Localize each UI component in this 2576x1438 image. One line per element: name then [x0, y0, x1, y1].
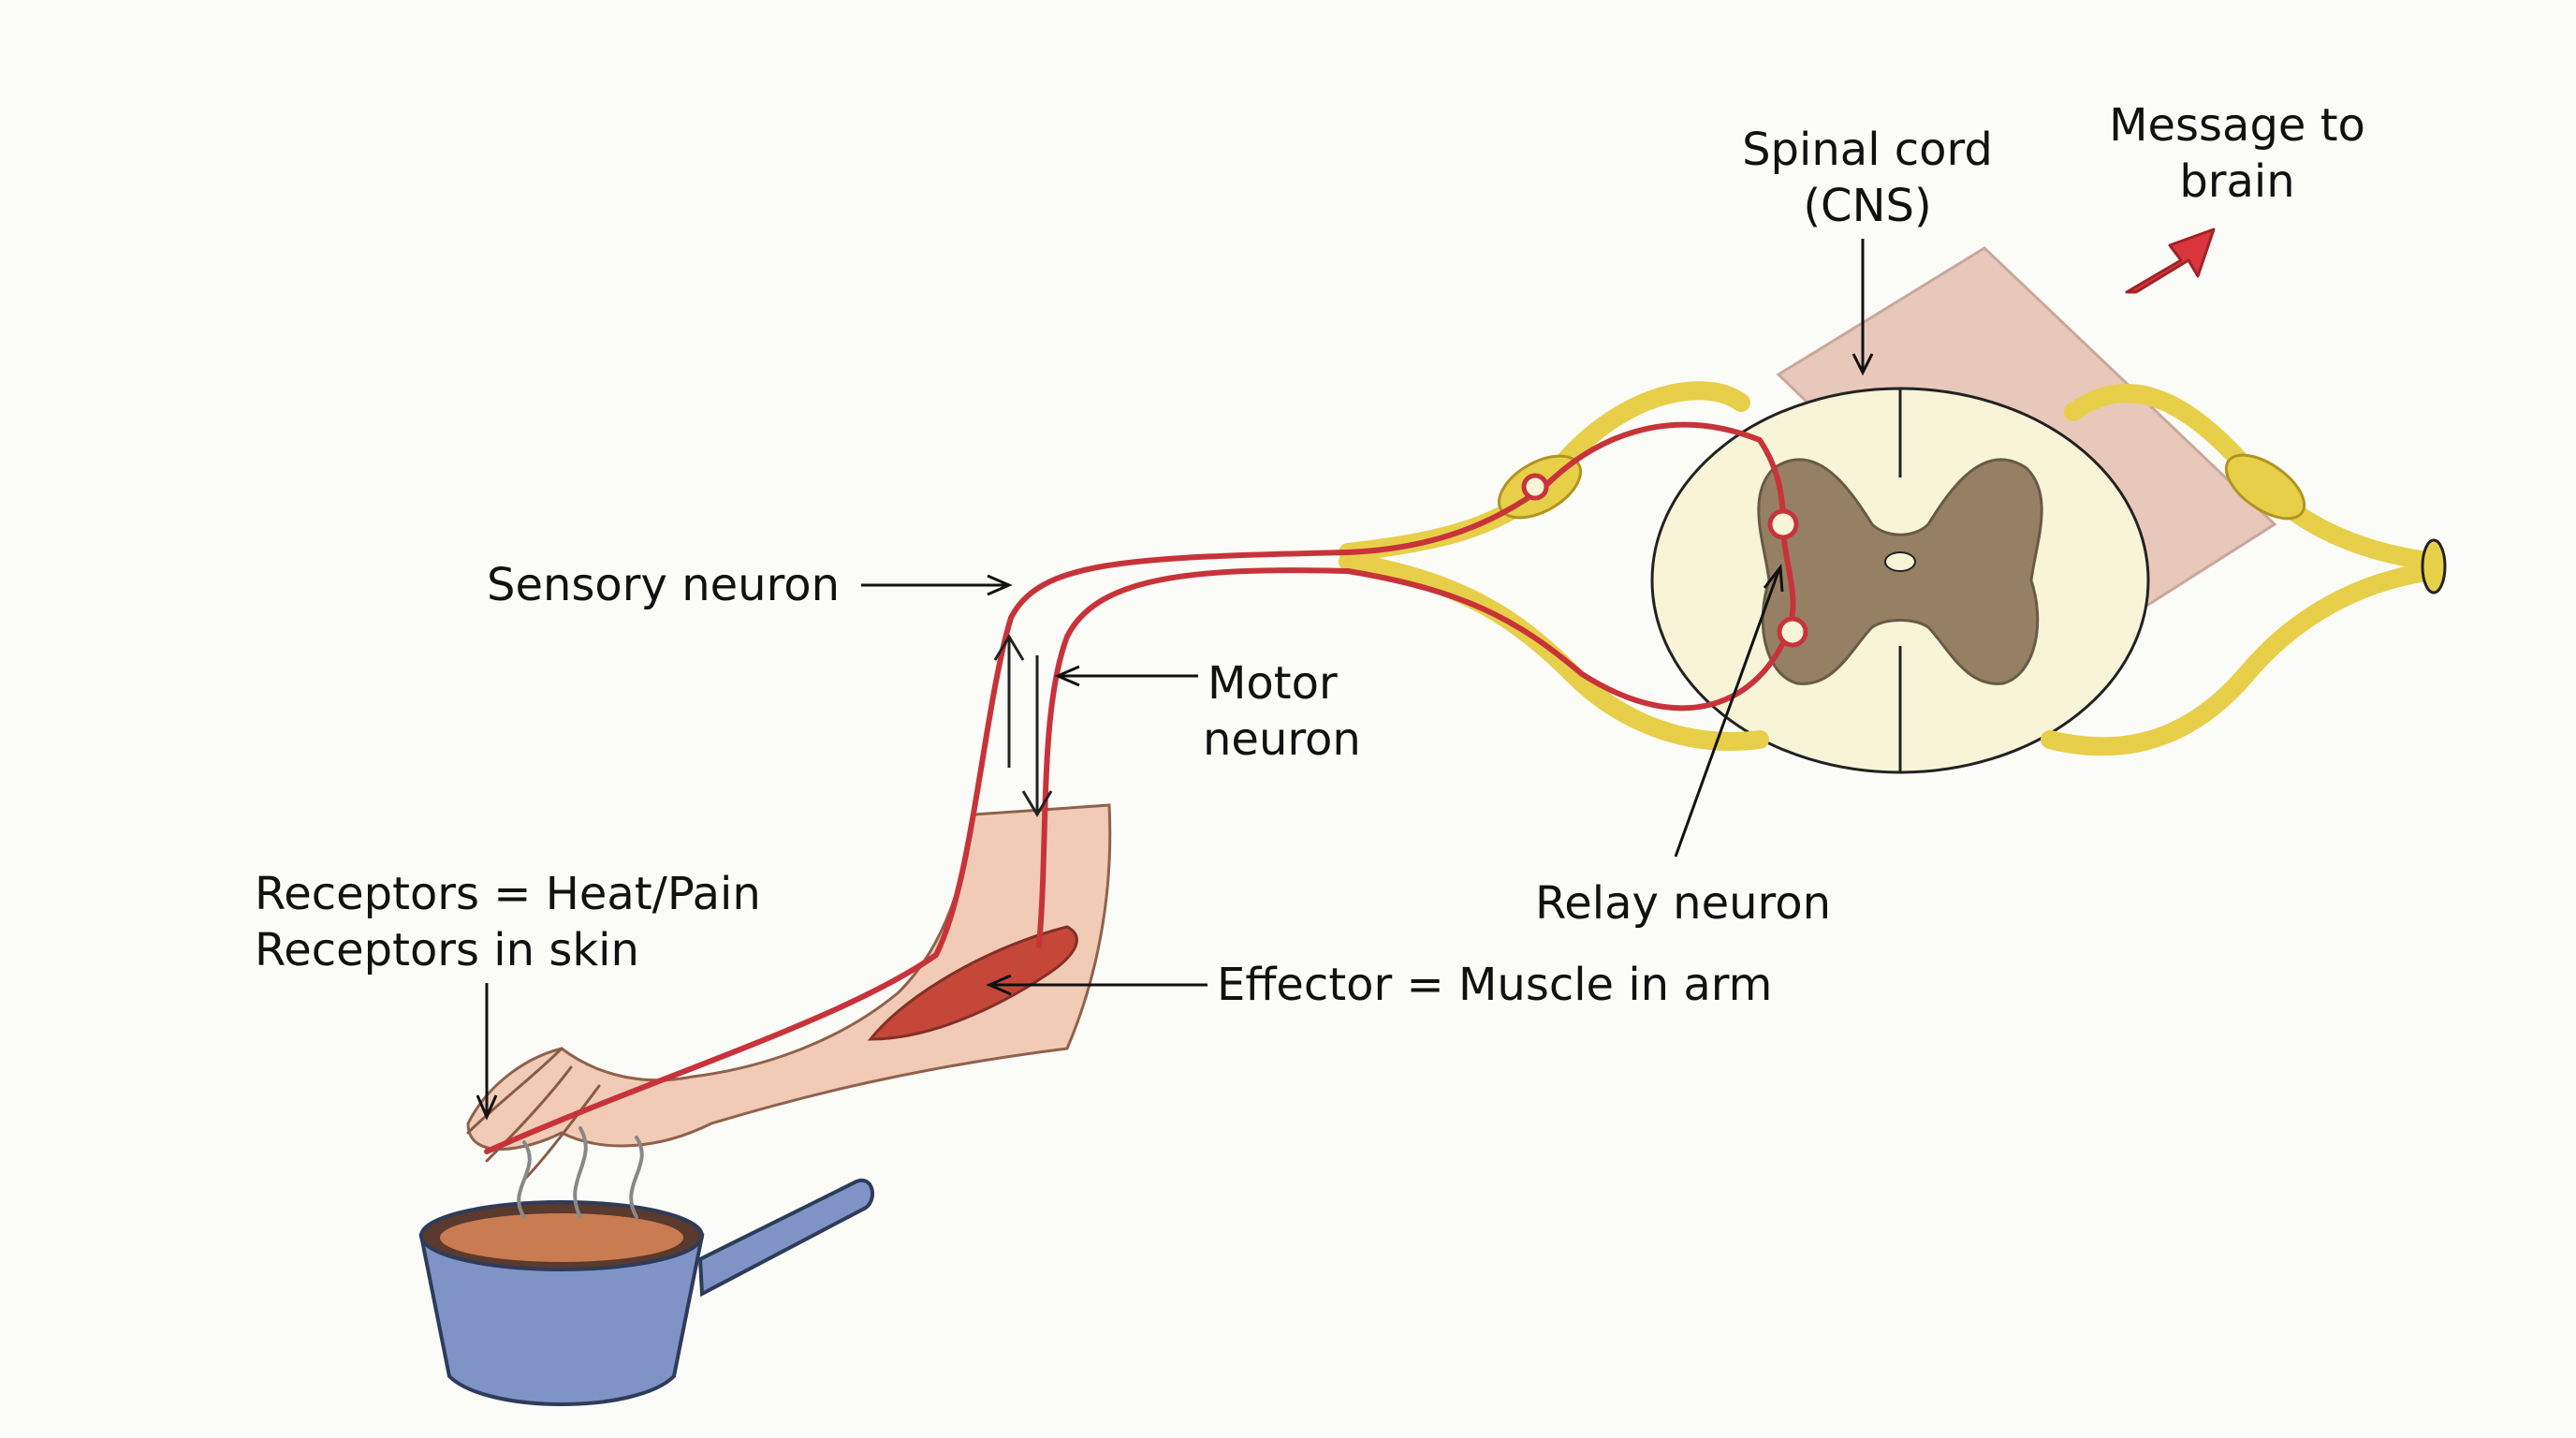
pointer-spinal-cord: [1852, 239, 1874, 376]
pointer-motor: [1054, 665, 1198, 687]
saucepan-body: [418, 1234, 705, 1406]
motor-neuron-label: Motor neuron: [1203, 655, 1361, 768]
motor-cell-body: [1777, 616, 1808, 648]
motor-neuron-path: [1036, 567, 1791, 948]
pointer-lines: [476, 239, 1874, 1121]
effector-label: Effector = Muscle in arm: [1217, 959, 1773, 1011]
pointer-effector: [986, 974, 1208, 996]
right-ganglion: [2224, 453, 2306, 521]
spinal-cord-label-line1: Spinal cord: [1742, 124, 1993, 176]
left-ventral-root: [1339, 552, 1769, 751]
saucepan-handle: [697, 1178, 875, 1298]
message-label-line1: Message to: [2109, 99, 2365, 152]
arm-shape: [466, 803, 1112, 1151]
receptors-label-line1: Receptors = Heat/Pain: [255, 868, 761, 920]
receptors-label-line2: Receptors in skin: [255, 924, 639, 976]
message-label-line2: brain: [2179, 155, 2295, 208]
relay-cell-body: [1767, 508, 1799, 540]
spinal-cord-label-line2: (CNS): [1803, 180, 1932, 232]
spinal-cord-label: Spinal cord (CNS): [1694, 122, 2041, 234]
up-arrow-icon: [993, 634, 1025, 768]
steam-icon: [517, 1126, 644, 1219]
pointer-sensory: [861, 574, 1013, 596]
saucepan-liquid: [440, 1213, 683, 1262]
right-ventral-root: [2041, 562, 2443, 756]
relay-neuron-label: Relay neuron: [1535, 877, 1831, 930]
sensory-cell-body: [1521, 473, 1549, 501]
central-canal: [1884, 551, 1916, 572]
down-arrow-icon: [1021, 655, 1053, 817]
hand-icon: [466, 1047, 601, 1181]
nerve-end: [2421, 538, 2447, 594]
sensory-neuron-path: [484, 421, 1763, 1154]
motor-label-line1: Motor: [1208, 657, 1338, 710]
pointer-relay: [1674, 563, 1784, 858]
brain-arrow-icon: [2125, 227, 2216, 294]
message-to-brain-label: Message to brain: [2087, 97, 2387, 210]
motor-label-line2: neuron: [1203, 713, 1361, 766]
sensory-neuron-label: Sensory neuron: [487, 559, 841, 611]
receptors-label: Receptors = Heat/Pain Receptors in skin: [255, 866, 761, 978]
muscle-effector: [867, 925, 1078, 1041]
pointer-receptors: [476, 983, 498, 1121]
